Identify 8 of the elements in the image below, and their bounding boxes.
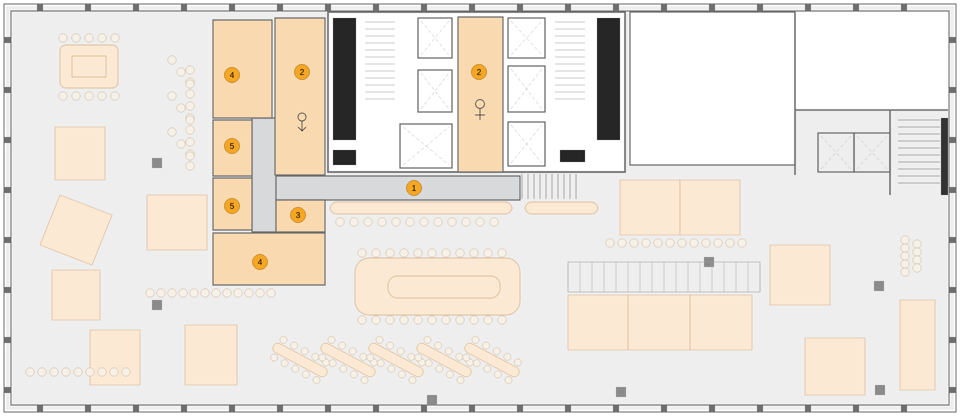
callout-number: 2 — [471, 64, 487, 80]
callout-number: 3 — [290, 207, 306, 223]
callout-number: 2 — [294, 64, 310, 80]
callout-number: 5 — [224, 198, 240, 214]
callout-number: 5 — [224, 138, 240, 154]
callout-number: 4 — [252, 254, 268, 270]
callout-number: 1 — [406, 180, 422, 196]
callout-number: 4 — [224, 67, 240, 83]
